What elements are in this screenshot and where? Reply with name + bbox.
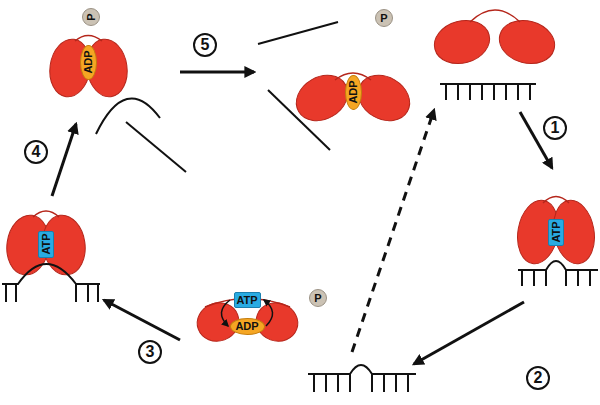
molecule-label: ADP — [83, 50, 94, 73]
callout-number: 4 — [32, 144, 41, 160]
step-circle: 1 — [543, 116, 567, 140]
atp-box: ATP — [38, 231, 54, 258]
callout-number: 5 — [201, 37, 210, 53]
callout-number: 1 — [551, 120, 560, 136]
molecule-label: ATP — [236, 295, 257, 306]
step-circle: 3 — [138, 340, 162, 364]
molecule-label: P — [380, 13, 387, 24]
atp-box: ATP — [548, 219, 564, 246]
molecule-label: P — [86, 13, 97, 20]
adp-oval: ADP — [345, 75, 362, 110]
callout-number: 2 — [534, 370, 543, 386]
molecule-label: ATP — [41, 233, 52, 254]
atp-box: ATP — [234, 292, 261, 308]
molecule-label: ATP — [551, 221, 562, 242]
phosphate-circle: P — [82, 8, 100, 26]
step-circle: 5 — [193, 33, 217, 57]
adp-oval: ADP — [230, 318, 265, 335]
molecule-label: ADP — [235, 321, 258, 332]
phosphate-circle: P — [375, 9, 393, 27]
phosphate-circle: P — [309, 289, 327, 307]
adp-oval: ADP — [80, 45, 97, 80]
step-circle: 4 — [24, 140, 48, 164]
molecule-label: ADP — [348, 80, 359, 103]
callout-number: 3 — [146, 344, 155, 360]
step-circle: 2 — [526, 366, 550, 390]
molecule-label: P — [314, 293, 321, 304]
